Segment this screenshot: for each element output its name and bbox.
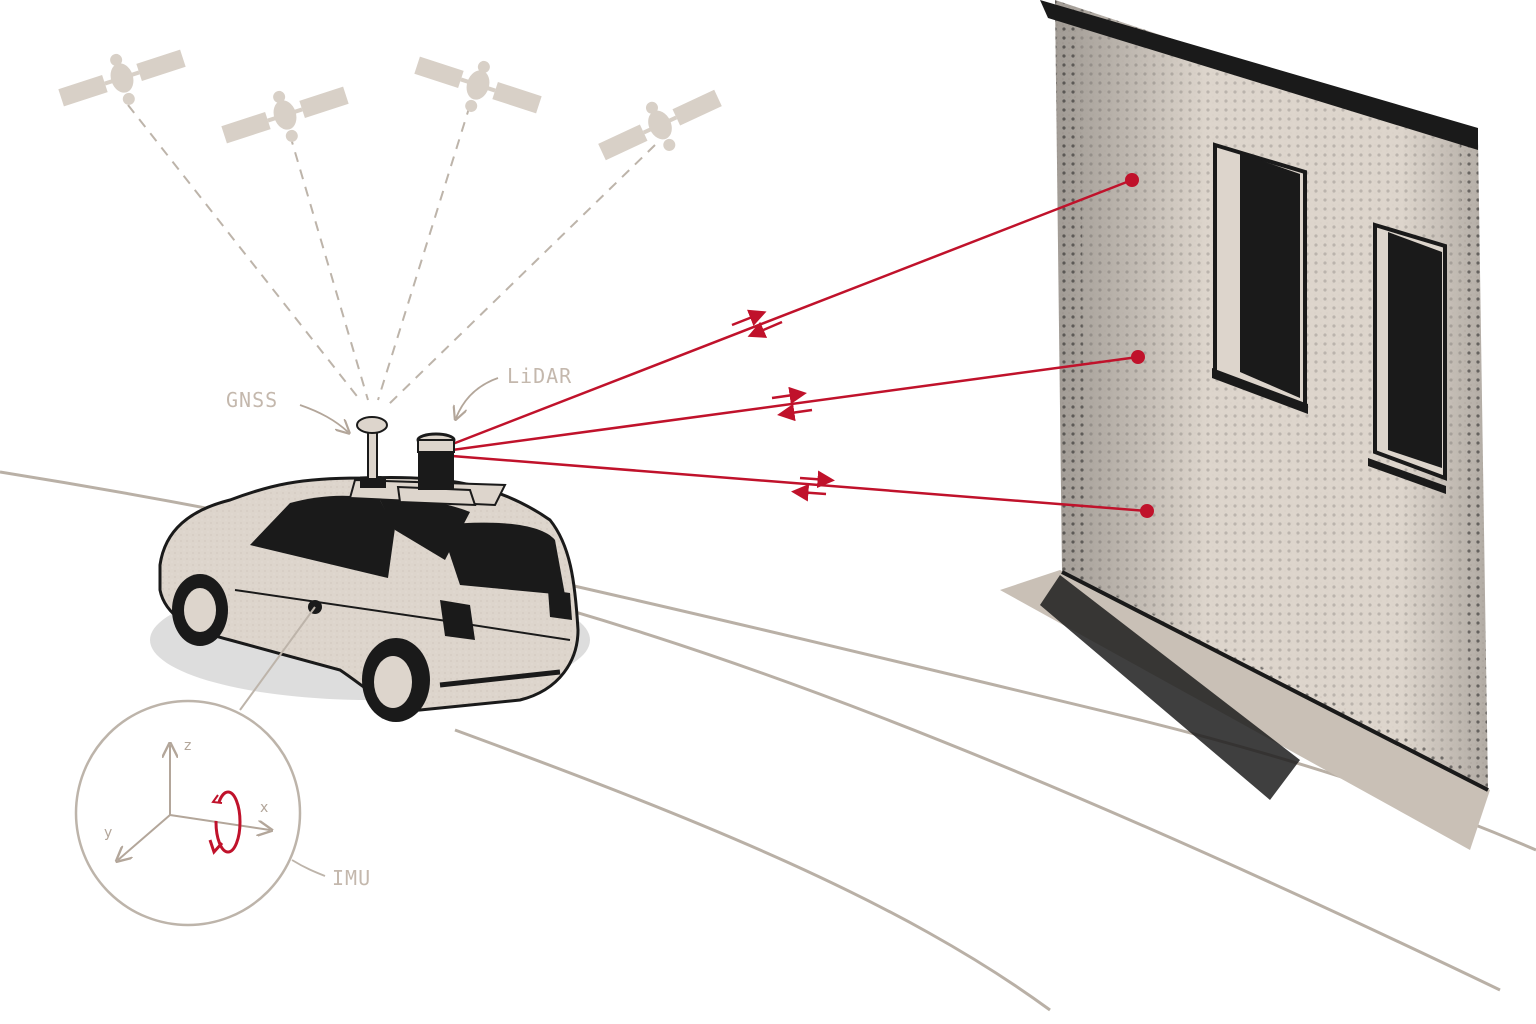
laser-beam-bottom bbox=[451, 454, 1148, 513]
laser-hit-point bbox=[1140, 504, 1154, 518]
axis-z-label: z bbox=[184, 738, 191, 754]
window-left bbox=[1212, 142, 1308, 414]
imu-label: IMU bbox=[332, 866, 371, 890]
gnss-antenna-icon bbox=[356, 416, 388, 488]
axis-x-label: x bbox=[260, 800, 268, 816]
satellite-icon bbox=[598, 89, 722, 161]
gnss-signal-lines bbox=[127, 104, 656, 406]
satellites bbox=[58, 49, 722, 161]
window-right bbox=[1368, 222, 1447, 494]
satellite-icon bbox=[414, 56, 542, 114]
axis-y-label: y bbox=[104, 825, 112, 841]
satellite-icon bbox=[221, 86, 349, 144]
laser-beam-top bbox=[449, 178, 1133, 447]
annotations: GNSS LiDAR bbox=[226, 364, 572, 432]
imu-callout: z x y IMU bbox=[74, 606, 371, 927]
building-wall-icon bbox=[1000, 0, 1490, 850]
wheel-front bbox=[172, 574, 228, 646]
lidar-sensor-icon bbox=[396, 432, 477, 507]
rotation-arrow-icon bbox=[208, 790, 242, 855]
lidar-label: LiDAR bbox=[507, 364, 572, 388]
laser-hit-point bbox=[1131, 350, 1145, 364]
wheel-rear bbox=[362, 638, 430, 722]
laser-hit-points bbox=[1125, 173, 1154, 518]
laser-hit-point bbox=[1125, 173, 1139, 187]
satellite-icon bbox=[58, 49, 186, 107]
imu-circle bbox=[74, 699, 302, 927]
gnss-label: GNSS bbox=[226, 388, 278, 412]
lidar-beams bbox=[449, 178, 1148, 513]
road-edge-near bbox=[454, 728, 1051, 1012]
car-icon bbox=[150, 475, 590, 722]
imu-axes-icon bbox=[118, 745, 270, 860]
